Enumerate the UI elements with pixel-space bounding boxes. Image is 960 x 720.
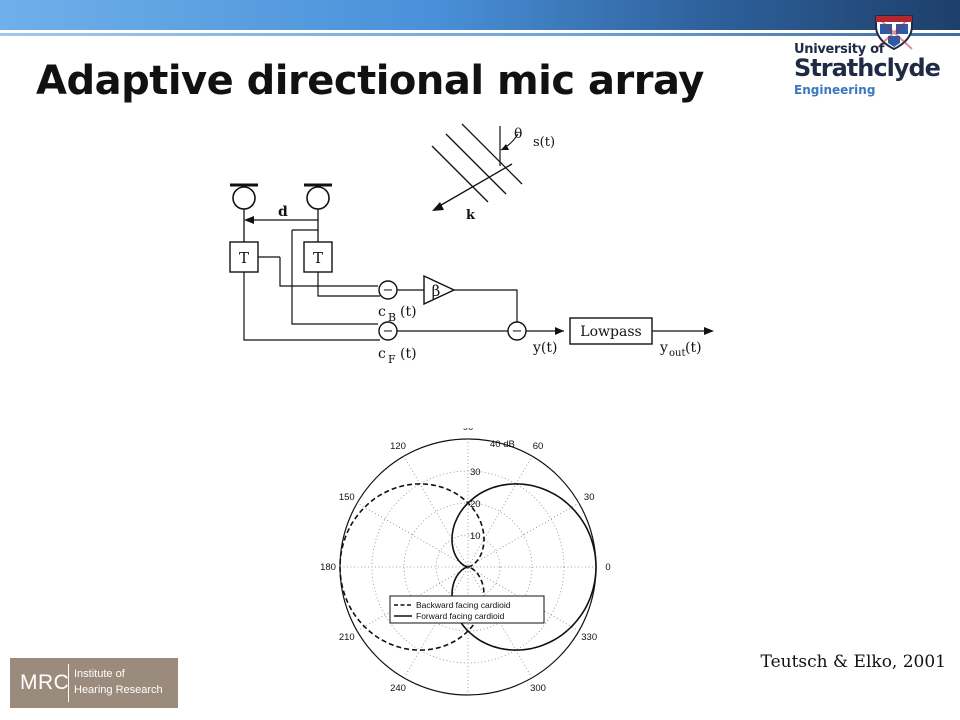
svg-text:out: out <box>669 348 685 359</box>
svg-text:F: F <box>388 353 396 366</box>
cf-label: c <box>378 346 386 362</box>
svg-text:β: β <box>432 282 441 300</box>
y-label: y(t) <box>532 340 557 356</box>
svg-text:−: − <box>383 324 394 339</box>
polar-angle-label: 120 <box>390 441 406 452</box>
polar-radial-label: 10 <box>470 531 481 542</box>
university-logo-line1: University of <box>794 42 885 57</box>
university-logo-line3: Engineering <box>794 83 876 97</box>
polar-legend: Backward facing cardioid Forward facing … <box>389 595 545 624</box>
spacing-label: d <box>278 204 288 220</box>
university-logo-line2: Strathclyde <box>794 54 941 82</box>
theta-label: θ <box>514 126 522 142</box>
legend-backward: Backward facing cardioid <box>416 600 511 610</box>
cb-label: c <box>378 304 386 320</box>
mrc-logo-line1: Institute of <box>74 668 125 680</box>
polar-angle-label: 60 <box>533 441 544 452</box>
mrc-logo-abbr: MRC <box>20 671 70 694</box>
polar-pattern-plot: 0 30 60 90 120 150 180 210 240 270 300 330 10 20 30 40 … <box>320 428 611 703</box>
delay-label: T <box>313 249 323 267</box>
university-logo: University of Strathclyde Engineering <box>788 10 941 102</box>
polar-angle-label: 180 <box>320 562 336 573</box>
polar-grid-spoke <box>403 455 533 679</box>
svg-text:B: B <box>388 311 396 324</box>
lowpass-label: Lowpass <box>580 324 641 340</box>
mic-array-block-diagram: d T T − − c B (t) c F (t) β − y(t) Lowpa… <box>229 123 714 366</box>
polar-angle-label: 90 <box>463 428 474 433</box>
delay-label: T <box>239 249 249 267</box>
svg-text:−: − <box>512 324 523 339</box>
header-bar <box>0 0 960 30</box>
mrc-logo: MRC Institute of Hearing Research <box>10 658 178 708</box>
microphone-icon <box>304 183 332 210</box>
microphone-icon <box>230 183 258 210</box>
polar-radial-label: 30 <box>470 467 481 478</box>
crest-icon <box>875 15 913 50</box>
polar-radial-max-label: 40 dB <box>490 439 515 450</box>
polar-angle-label: 330 <box>581 632 597 643</box>
svg-text:−: − <box>383 283 394 298</box>
svg-text:(t): (t) <box>400 304 417 320</box>
source-label: s(t) <box>533 135 555 150</box>
svg-text:(t): (t) <box>400 346 417 362</box>
beta-amplifier <box>423 274 456 306</box>
polar-angle-label: 270 <box>460 702 476 703</box>
header-divider <box>0 33 960 36</box>
wave-vector-label: k <box>466 208 476 223</box>
mrc-logo-line2: Hearing Research <box>74 684 163 696</box>
yout-label: y <box>659 340 668 356</box>
polar-angle-label: 30 <box>584 492 595 503</box>
plane-wave-icon <box>431 123 523 211</box>
mrc-logo-separator <box>68 664 69 702</box>
slide-title: Adaptive directional mic array <box>36 58 704 104</box>
polar-grid-spoke <box>403 455 533 679</box>
polar-angle-label: 150 <box>339 492 355 503</box>
polar-angle-label: 240 <box>390 683 406 694</box>
polar-angle-label: 210 <box>339 632 355 643</box>
polar-radial-label: 20 <box>470 499 481 510</box>
citation: Teutsch & Elko, 2001 <box>760 652 946 672</box>
svg-text:(t): (t) <box>685 340 702 356</box>
polar-angle-label: 0 <box>605 562 610 573</box>
polar-angle-label: 300 <box>530 683 546 694</box>
polar-grid-ring <box>435 534 501 600</box>
legend-forward: Forward facing cardioid <box>416 611 505 621</box>
